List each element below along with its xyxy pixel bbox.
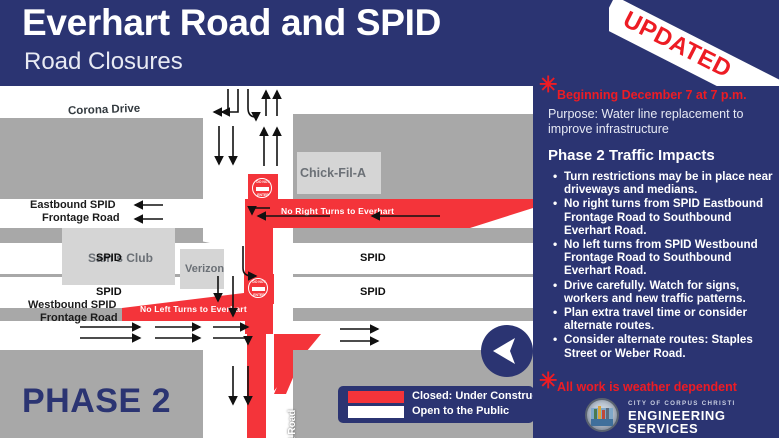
purpose-text: Purpose: Water line replacement to impro… (548, 107, 744, 136)
label-spid-right-upper: SPID (360, 252, 386, 264)
logo-line-2: SERVICES (628, 421, 699, 436)
dne-text-bottom-2: ENTER (253, 293, 265, 297)
dne-bar-icon (256, 187, 269, 191)
label-sams-club: Sam’s Club (88, 251, 153, 265)
parcel-northwest (0, 126, 203, 199)
label-eastbound-frontage-2: Frontage Road (42, 212, 120, 224)
page-title: Everhart Road and SPID (22, 2, 442, 43)
start-date-text: Beginning December 7 at 7 p.m. (557, 88, 747, 102)
building-sams-club (62, 228, 175, 285)
header: Everhart Road and SPID Road Closures UPD… (0, 0, 779, 86)
legend-swatch-closed (348, 391, 404, 403)
asterisk-icon-bottom: ✳ (539, 368, 558, 393)
seal-building-4 (606, 408, 609, 419)
logo-eyebrow: CITY OF CORPUS CHRISTI (628, 400, 736, 407)
label-eastbound-frontage-1: Eastbound SPID (30, 199, 116, 211)
label-verizon: Verizon (185, 263, 225, 275)
weather-note-text: All work is weather dependent (557, 380, 737, 394)
closure-eastbound-band (245, 199, 533, 228)
label-westbound-frontage-2: Frontage Road (40, 312, 118, 324)
legend-swatch-open (348, 406, 404, 418)
building-chickfila-dup (297, 152, 381, 194)
legend-label-open: Open to the Public (412, 405, 510, 417)
dne-text-top-2: DO NOT (252, 280, 266, 284)
dne-text-bottom: ENTER (257, 193, 269, 197)
median-wedge-lower-right (293, 308, 533, 321)
dne-ring-icon (252, 178, 272, 198)
seal-building-1 (594, 409, 597, 419)
do-not-enter-sign-north: DO NOT ENTER (248, 174, 278, 204)
label-spid-right-lower: SPID (360, 286, 386, 298)
info-panel: ✳ Beginning December 7 at 7 p.m. Purpose… (533, 74, 779, 438)
label-spid-left-lower: SPID (96, 286, 122, 298)
asterisk-icon-top: ✳ (539, 72, 558, 97)
dne-ring-icon-2 (248, 278, 268, 298)
do-not-enter-sign-south: DO NOT ENTER (244, 274, 274, 304)
dne-text-top: DO NOT (256, 180, 270, 184)
city-seal-icon (585, 398, 619, 432)
compass-arrow-icon (493, 338, 515, 364)
closure-south-gap (266, 334, 274, 438)
map-panel: Corona Drive Sam’s Club Verizon Chick-Fi… (0, 86, 533, 438)
list-item: Drive carefully. Watch for signs, worker… (553, 279, 779, 305)
building-verizon (180, 249, 224, 289)
list-item: Turn restrictions may be in place near d… (553, 170, 779, 196)
label-spid-left-upper: SPID (96, 252, 122, 264)
traffic-arrows (80, 89, 440, 406)
list-item: No left turns from SPID Westbound Fronta… (553, 238, 779, 278)
seal-building-2 (598, 406, 601, 419)
parcel-southwest (0, 350, 203, 438)
seal-water (591, 419, 613, 426)
logo-line-1: ENGINEERING (628, 408, 726, 423)
impacts-list: Turn restrictions may be in place near d… (550, 170, 779, 361)
map-legend: Closed: Under Construction Open to the P… (338, 386, 533, 423)
label-no-left-turns: No Left Turns to Everhart (140, 304, 247, 314)
page-subtitle: Road Closures (24, 48, 183, 75)
list-item: No right turns from SPID Eastbound Front… (553, 197, 779, 237)
updated-banner: UPDATED (609, 0, 779, 86)
label-no-right-turns: No Right Turns to Everhart (281, 206, 395, 216)
legend-label-closed: Closed: Under Construction (412, 390, 533, 402)
label-chickfila-2: Chick-Fil-A (300, 166, 366, 180)
label-westbound-frontage-1: Westbound SPID (28, 299, 117, 311)
phase-label: PHASE 2 (22, 382, 171, 420)
list-item: Plan extra travel time or consider alter… (553, 306, 779, 332)
dne-bar-icon-2 (252, 287, 265, 291)
median-wedge-upper-right (293, 228, 533, 243)
impacts-heading: Phase 2 Traffic Impacts (548, 147, 715, 164)
seal-building-3 (602, 410, 605, 419)
list-item: Consider alternate routes: Staples Stree… (553, 333, 779, 359)
compass-north-icon (481, 325, 533, 377)
